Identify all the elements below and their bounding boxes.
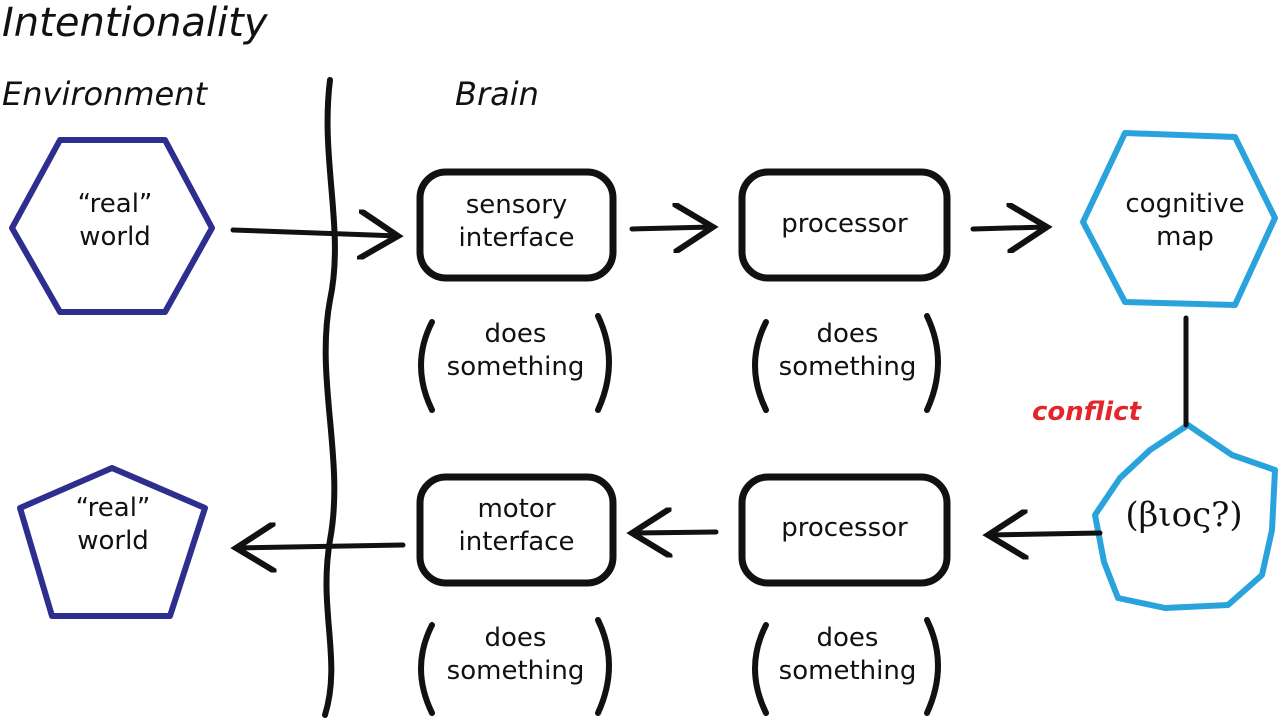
environment-brain-boundary [322,77,338,718]
processor-top-label: processor [781,209,908,239]
paren-right-1 [595,313,612,413]
sensory-interface-label: sensory interface [458,190,575,253]
sensory-interface-box [416,168,617,282]
arrow-sensory-to-processor [629,227,713,229]
does-something-processor-top: does something [778,319,917,382]
conflict-label: conflict [1032,397,1142,427]
paren-left-1 [418,319,435,413]
does-something-processor-bottom: does something [778,623,917,686]
processor-top-box [738,168,951,282]
does-something-motor: does something [446,623,585,686]
bios-label: (βιος?) [1125,495,1243,535]
real-world-top-label: “real” world [77,189,153,252]
paren-left-4 [752,622,769,716]
processor-bottom-box [738,473,951,587]
paren-left-2 [752,319,769,413]
motor-interface-box [416,473,617,587]
arrow-processor-to-motor [632,532,719,533]
paren-right-2 [924,313,941,413]
motor-interface-label: motor interface [458,494,575,557]
arrow-processor-to-cognitive-map [970,227,1047,229]
arrow-bios-to-processor [988,533,1103,535]
arrow-world-to-sensory [230,230,398,236]
real-world-pentagon-bottom [17,465,208,619]
cognitive-map-label: cognitive map [1125,189,1245,252]
paren-left-3 [418,622,435,716]
cognitive-map-hexagon [1080,130,1278,308]
paren-right-4 [924,617,941,716]
real-world-bottom-label: “real” world [75,493,151,556]
processor-bottom-label: processor [781,513,908,543]
page-title: Intentionality [2,0,268,46]
paren-right-3 [595,617,612,716]
bios-shape [1092,422,1278,611]
brain-heading: Brain [455,75,539,113]
does-something-sensory: does something [446,319,585,382]
environment-heading: Environment [2,75,208,113]
arrow-motor-to-world [236,545,406,548]
real-world-hexagon-top [9,137,215,315]
